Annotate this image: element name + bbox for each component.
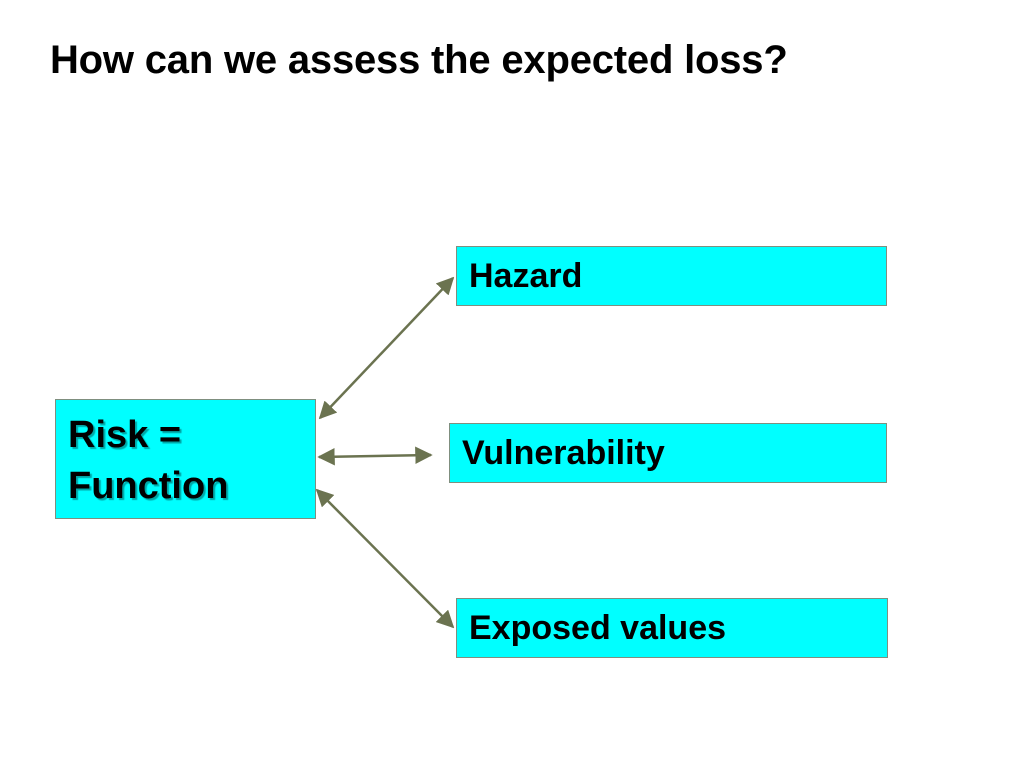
arrow-risk-exposed-values: [315, 488, 455, 629]
risk-label-line1: Risk =: [68, 414, 182, 456]
exposed-values-label: Exposed values: [469, 608, 727, 647]
hazard-label: Hazard: [469, 256, 583, 295]
vulnerability-box: Vulnerability: [449, 423, 887, 483]
exposed-values-box: Exposed values: [456, 598, 888, 658]
vulnerability-label: Vulnerability: [462, 433, 665, 472]
arrow-risk-vulnerability: [317, 446, 433, 466]
risk-function-box: Risk = Function: [55, 399, 316, 519]
slide-title: How can we assess the expected loss?: [50, 38, 788, 82]
risk-label-line2: Function: [68, 465, 229, 508]
arrow-risk-hazard: [318, 276, 455, 420]
hazard-box: Hazard: [456, 246, 887, 306]
